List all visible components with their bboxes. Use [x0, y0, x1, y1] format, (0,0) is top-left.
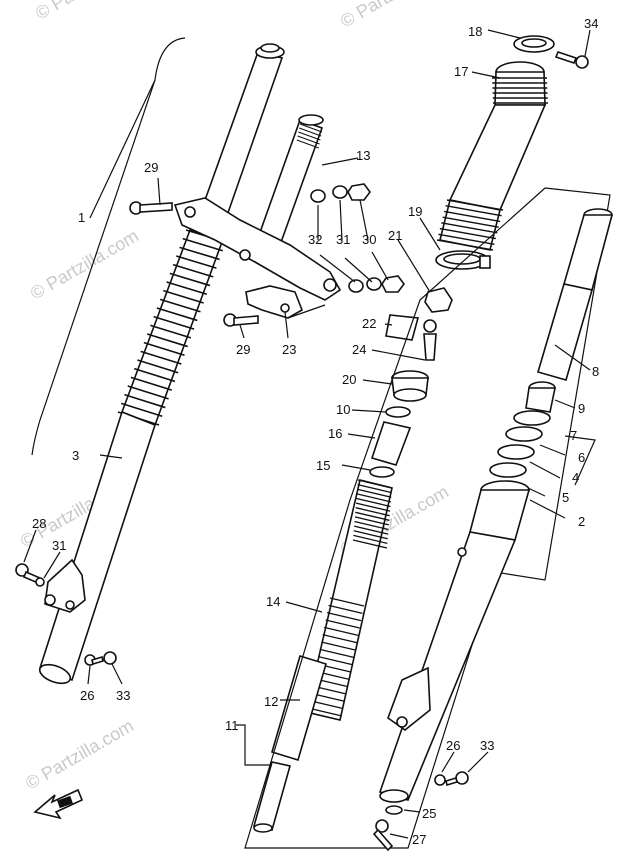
left-bellows	[117, 228, 227, 427]
watermark: © Partzilla.com	[337, 0, 452, 31]
callout-21: 21	[388, 228, 402, 243]
watermark: © Partzilla.com	[32, 0, 147, 23]
clamp-19	[435, 250, 491, 270]
left-inner-tube	[188, 43, 285, 251]
washer-15	[369, 466, 395, 478]
callout-4: 4	[572, 470, 579, 485]
bolt-34	[554, 51, 589, 69]
callout-30: 30	[362, 232, 376, 247]
callout-12: 12	[264, 694, 278, 709]
callout-9: 9	[578, 401, 585, 416]
callout-11: 11	[225, 718, 239, 733]
callout-34: 34	[584, 16, 598, 31]
front-arrow-icon	[33, 788, 84, 820]
damper-rod	[253, 654, 327, 833]
upper-fork-tube	[256, 114, 324, 246]
callout-15: 15	[316, 458, 330, 473]
nut-30	[347, 183, 371, 201]
callout-33-right: 33	[480, 738, 494, 753]
callout-31-top: 31	[336, 232, 350, 247]
callout-2: 2	[578, 514, 585, 529]
callout-29-lower: 29	[236, 342, 250, 357]
callout-28: 28	[32, 516, 46, 531]
seal-5	[489, 462, 527, 478]
clamp-23	[245, 285, 303, 319]
callout-20: 20	[342, 372, 356, 387]
seal-6	[505, 426, 543, 442]
washer-32	[310, 189, 326, 203]
fork-bracket	[173, 197, 342, 301]
watermark: © Partzilla.com	[27, 225, 142, 303]
callout-7: 7	[570, 428, 577, 443]
inner-tube-8	[537, 208, 614, 381]
leader-lines	[23, 29, 596, 839]
callout-26-left: 26	[80, 688, 94, 703]
callout-18: 18	[468, 24, 482, 39]
callout-19: 19	[408, 204, 422, 219]
fork-spring-14	[305, 479, 393, 721]
callout-25: 25	[422, 806, 436, 821]
callout-6: 6	[578, 450, 585, 465]
bolt-33-right	[445, 771, 469, 787]
cap-21	[424, 287, 453, 313]
callout-32: 32	[308, 232, 322, 247]
clamp-18	[513, 35, 555, 53]
callout-33-left: 33	[116, 688, 130, 703]
callout-10: 10	[336, 402, 350, 417]
outer-tube-2	[378, 480, 531, 803]
bolt-29-top	[129, 201, 173, 215]
callout-labels: 1 2 3 4 5 6 7 8 9 10 11 12 13 14 15 16 1…	[32, 16, 599, 847]
callout-24: 24	[352, 342, 366, 357]
bolt-27	[372, 819, 394, 852]
callout-5: 5	[562, 490, 569, 505]
washer-26-right	[434, 774, 446, 786]
bolt-33-left	[91, 651, 117, 666]
watermark: © Partzilla.com	[22, 715, 137, 793]
washer-31-left	[35, 577, 45, 587]
callout-14: 14	[266, 594, 280, 609]
callout-26-right: 26	[446, 738, 460, 753]
right-assembly-frame	[244, 187, 611, 849]
callout-22: 22	[362, 316, 376, 331]
washer-32b	[348, 279, 364, 293]
left-outer-tube	[38, 410, 156, 685]
callout-31-left: 31	[52, 538, 66, 553]
seal-7	[513, 410, 551, 426]
nut-30b	[381, 275, 405, 293]
callout-3: 3	[72, 448, 79, 463]
callout-16: 16	[328, 426, 342, 441]
washer-31	[332, 185, 348, 199]
o-ring-10	[385, 406, 411, 418]
callout-23: 23	[282, 342, 296, 357]
valve-assembly	[385, 314, 437, 361]
seal-4	[497, 444, 535, 460]
callout-8: 8	[592, 364, 599, 379]
washer-25	[385, 805, 403, 815]
callout-1: 1	[78, 210, 85, 225]
fork-boot-17	[436, 61, 548, 251]
bolt-29-lower	[223, 313, 259, 327]
callout-17: 17	[454, 64, 468, 79]
bracket-left-assembly	[31, 37, 186, 456]
spacer-16	[370, 421, 412, 466]
callout-27: 27	[412, 832, 426, 847]
callout-29-top: 29	[144, 160, 158, 175]
callout-13: 13	[356, 148, 370, 163]
bushing-9	[525, 381, 556, 413]
cap-bolt-20	[391, 370, 429, 402]
